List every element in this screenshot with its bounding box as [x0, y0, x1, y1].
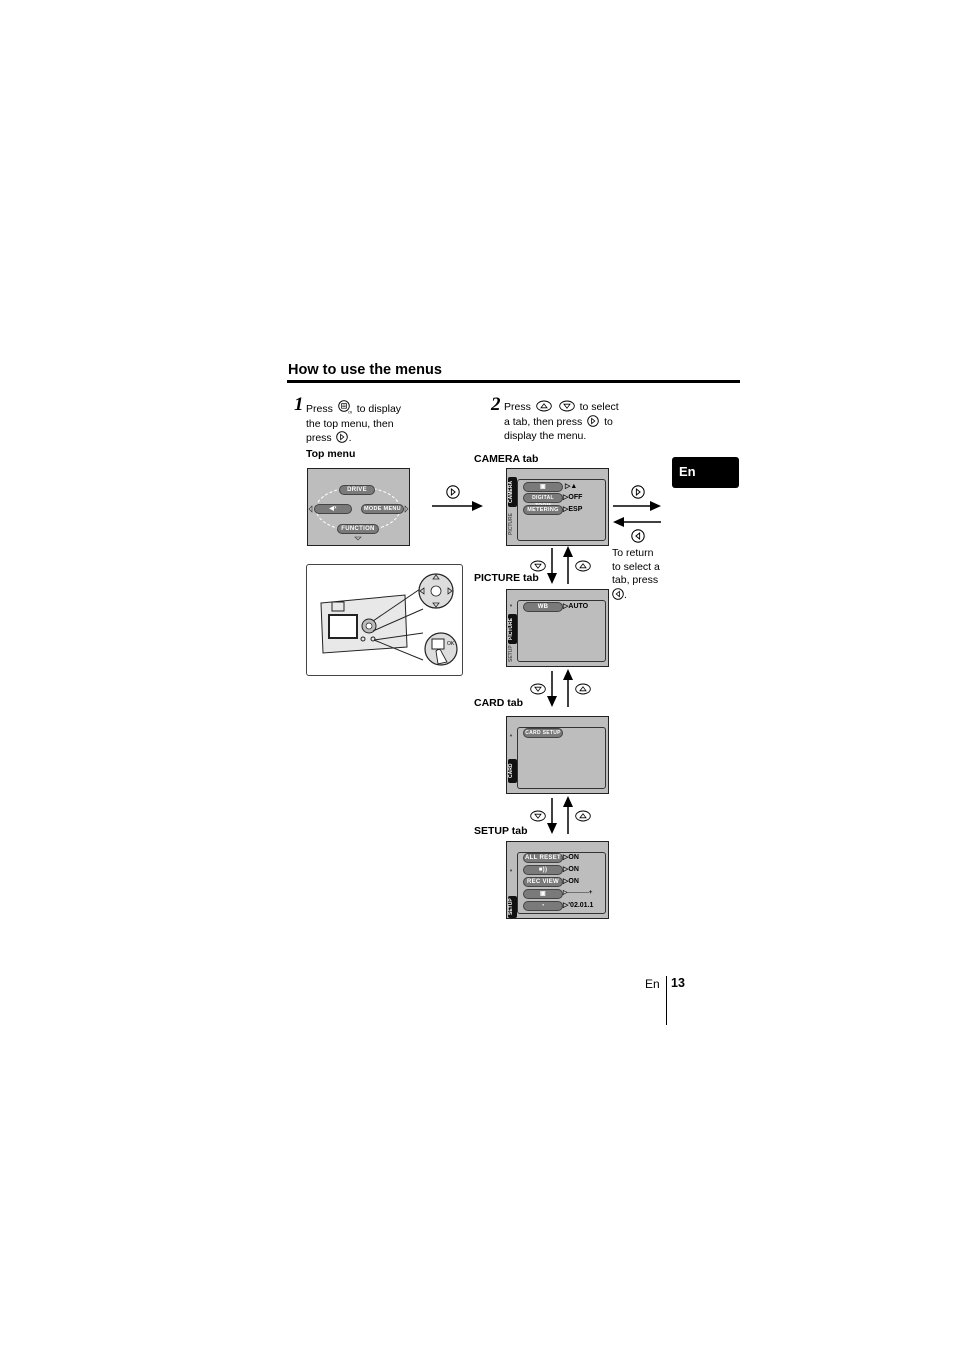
setup-value-rec-view: ▷ON: [563, 878, 579, 885]
step-1-press: Press: [306, 403, 333, 415]
setup-tab-screen: ● SETUP ALL RESET ▷ON ■)) ▷ON REC VIEW ▷…: [506, 841, 609, 919]
tab-setup: SETUP: [508, 645, 514, 662]
arrow-right-key-icon: [631, 485, 645, 499]
step-2-line3: display the menu.: [504, 430, 587, 442]
tab-strip: ● CARD: [508, 725, 517, 789]
setup-value-date: ▷'02.01.1: [563, 902, 594, 909]
metering-value: ESP: [568, 506, 583, 513]
setup-value-beep: ▷ON: [563, 866, 579, 873]
vertical-arrows: [530, 546, 591, 584]
top-menu-function: FUNCTION: [337, 524, 379, 534]
tab-strip: ● SETUP: [508, 850, 517, 918]
step-1-press2: press: [306, 432, 332, 444]
setup-item-beep: ■)): [523, 865, 563, 875]
setup-item-brightness: ▣: [523, 889, 563, 899]
step-1-line2: the top menu, then: [306, 417, 394, 430]
camera-item-digital-zoom: DIGITAL ZOOM: [523, 493, 563, 509]
camera-value-metering: ▷ESP: [563, 506, 583, 513]
return-note: To return to select a tab, press .: [612, 547, 668, 602]
step-2-to: to: [604, 415, 613, 428]
card-tab-screen: ● CARD CARD SETUP: [506, 716, 609, 794]
top-menu-screen: DRIVE MODE MENU ◀ˣ FUNCTION: [307, 468, 410, 546]
all-reset-value: ON: [568, 854, 579, 861]
right-arrow-icon: [613, 501, 661, 511]
arrow-down-key-icon: [559, 400, 575, 412]
step-2-number: 2: [491, 394, 501, 415]
camera-item-metering: METERING: [523, 505, 563, 515]
camera-value-digital-zoom: ▷OFF: [563, 494, 583, 501]
tab-picture: PICTURE: [508, 513, 514, 535]
arrow-right-key-icon: [446, 485, 460, 499]
tab-picture: PICTURE: [508, 614, 517, 644]
card-item-card-setup: CARD SETUP: [523, 728, 563, 738]
top-menu-caption: Top menu: [306, 448, 356, 460]
digital-zoom-value: OFF: [568, 494, 583, 501]
step-2-text: Press to select a tab, then press to dis…: [504, 400, 634, 444]
picture-tab-screen: ● PICTURE SETUP WB ▷AUTO: [506, 589, 609, 667]
camera-item-exposure: ▣: [523, 482, 563, 492]
camera-illustration: OK: [306, 564, 463, 676]
picture-value-wb: ▷AUTO: [563, 603, 589, 610]
beep-value: ON: [568, 866, 579, 873]
tab-setup: SETUP: [508, 896, 517, 918]
tab-picture: ●: [508, 732, 514, 738]
card-tab-label: CARD tab: [474, 697, 523, 709]
setup-tab-label: SETUP tab: [474, 825, 528, 837]
return-note-line3: tab, press: [612, 574, 659, 586]
return-note-line1: To return: [612, 547, 654, 559]
step-2-press: Press: [504, 401, 531, 413]
tab-card: ●: [508, 867, 514, 873]
arrow-left-key-icon: [631, 529, 645, 543]
step-2-select: to select: [579, 401, 619, 413]
rec-view-value: ON: [568, 878, 579, 885]
language-tab-label: En: [679, 464, 696, 479]
footer-language: En: [645, 977, 660, 991]
wb-value: AUTO: [568, 603, 589, 610]
top-menu-mode-menu: MODE MENU: [361, 504, 404, 514]
menu-ok-button-icon: [338, 400, 352, 414]
svg-text:OK: OK: [447, 641, 455, 647]
camera-tab-label: CAMERA tab: [474, 453, 539, 465]
tab-camera: ●: [508, 602, 514, 608]
setup-value-all-reset: ▷ON: [563, 854, 579, 861]
arrow-up-key-icon: [536, 400, 552, 412]
section-title: How to use the menus: [288, 362, 442, 378]
camera-tab-screen: CAMERA PICTURE ▣ ▷▲ DIGITAL ZOOM ▷OFF ME…: [506, 468, 609, 546]
step-1-period: .: [348, 432, 352, 444]
step-1-display: to display: [356, 403, 402, 415]
tab-strip: ● PICTURE SETUP: [508, 598, 517, 662]
arrow-right-key-icon: [336, 431, 348, 443]
tab-camera: CAMERA: [508, 477, 517, 507]
left-arrow-icon: [613, 517, 661, 527]
page-number: 13: [671, 976, 685, 990]
arrow-left-key-icon: [612, 588, 624, 600]
tab-strip: CAMERA PICTURE: [508, 477, 517, 541]
picture-item-wb: WB: [523, 602, 563, 612]
picture-tab-label: PICTURE tab: [474, 572, 539, 584]
setup-brightness-slider: ▷─────+: [563, 890, 593, 896]
camera-value-exposure: ▷▲: [565, 483, 578, 490]
vertical-arrows: [530, 669, 591, 707]
setup-item-rec-view: REC VIEW: [523, 877, 563, 887]
return-note-line2: to select a: [612, 560, 660, 573]
footer-rule: [666, 976, 667, 1025]
setup-item-all-reset: ALL RESET: [523, 853, 563, 863]
return-note-period: .: [624, 588, 627, 601]
step-2-then: a tab, then press: [504, 415, 583, 428]
right-arrow-icon: [432, 501, 483, 511]
step-1-text: Press to display the top menu, then pres…: [306, 400, 426, 446]
tab-card: CARD: [508, 759, 517, 783]
step-1-number: 1: [294, 394, 304, 415]
top-menu-quality: ◀ˣ: [314, 504, 352, 514]
top-menu-drive: DRIVE: [339, 485, 375, 495]
arrow-right-key-icon: [587, 415, 599, 427]
date-value: '02.01.1: [568, 902, 594, 909]
title-rule: [287, 380, 740, 383]
language-tab: En: [672, 457, 739, 488]
vertical-arrows: [530, 796, 591, 834]
camera-back-icon: OK: [320, 573, 458, 666]
setup-item-clock: ◔: [523, 901, 563, 911]
